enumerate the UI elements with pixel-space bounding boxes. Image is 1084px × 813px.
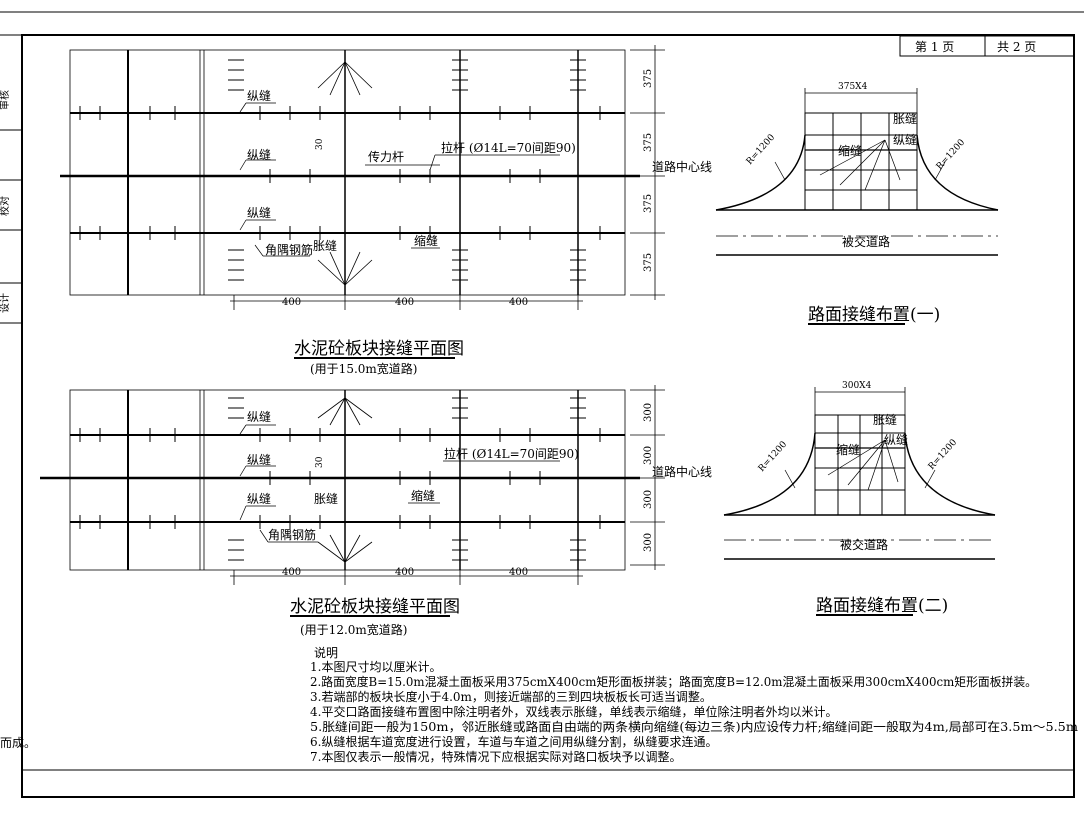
- plan2-bdim-3: 400: [509, 567, 528, 578]
- plan1-label-corner-rebar: 角隅钢筋: [265, 242, 313, 257]
- notes-heading: 说明: [314, 645, 338, 660]
- layout1-label-longitudinal: 纵缝: [893, 132, 917, 147]
- layout2-label-longitudinal: 纵缝: [884, 432, 908, 447]
- plan1-label-long-joint-2: 纵缝: [247, 147, 271, 162]
- layout2-radius-left: R=1200: [757, 439, 790, 474]
- plan2-bottom-dims: [230, 570, 583, 585]
- plan2-title: 水泥砼板块接缝平面图: [290, 597, 460, 617]
- layout2-top-dim: 300X4: [842, 381, 872, 391]
- plan2-label-spacing: 30: [315, 456, 325, 468]
- plan1-label-tie-bar: 拉杆 (Ø14L=70间距90): [441, 140, 576, 155]
- layout1-label-contraction: 缩缝: [838, 143, 862, 158]
- page-total: 共 2 页: [997, 40, 1036, 54]
- plan1-label-contraction: 缩缝: [414, 233, 438, 248]
- plan1-bdim-3: 400: [509, 297, 528, 308]
- plan1-right-dims: [630, 45, 665, 300]
- note-item-2: 2.路面宽度B=15.0m混凝土面板采用375cmX400cm矩形面板拼装；路面…: [310, 674, 1037, 689]
- plan1-dim-2: 375: [643, 133, 654, 152]
- page-number-box: 第 1 页 共 2 页: [899, 35, 1075, 57]
- layout2-crossed-road: 被交道路: [840, 537, 888, 552]
- layout1-label-expansion: 胀缝: [893, 111, 917, 126]
- plan2-outline: [69, 389, 626, 571]
- layout1-title: 路面接缝布置(一): [808, 305, 940, 325]
- plan1-label-center-line: 道路中心线: [652, 159, 712, 174]
- note-item-7: 7.本图仅表示一般情况，特殊情况下应根据实际对路口板块予以调整。: [310, 749, 681, 764]
- layout2-radius-right: R=1200: [927, 437, 960, 472]
- plan2-right-dims: [630, 385, 665, 570]
- page-current: 第 1 页: [915, 40, 954, 54]
- layout1-top-dim: 375X4: [838, 82, 868, 92]
- plan1-dim-3: 375: [643, 194, 654, 213]
- plan1-label-long-joint-3: 纵缝: [247, 205, 271, 220]
- note-item-6: 6.纵缝根据车道宽度进行设置，车道与车道之间用纵缝分割，纵缝要求连通。: [310, 734, 717, 749]
- side-label-review: 审核: [0, 90, 11, 110]
- plan1-bottom-dims: [230, 295, 583, 310]
- sheet-frame: [21, 34, 1075, 798]
- plan1-dim-4: 375: [643, 253, 654, 272]
- layout2-title: 路面接缝布置(二): [816, 596, 948, 616]
- notes-block: 说明 1.本图尺寸均以厘米计。 2.路面宽度B=15.0m混凝土面板采用375c…: [310, 645, 1079, 764]
- side-title-block: 审核 校对 设计: [0, 34, 22, 324]
- side-label-design: 设计: [0, 293, 11, 313]
- plan2-label-contraction: 缩缝: [411, 488, 435, 503]
- plan2-label-long-joint-1: 纵缝: [247, 409, 271, 424]
- note-item-5: 5.胀缝间距一般为150m，邻近胀缝或路面自由端的两条横向缩缝(每边三条)内应设…: [310, 719, 1079, 734]
- plan2-bdim-2: 400: [395, 567, 414, 578]
- side-label-check: 校对: [0, 196, 11, 216]
- plan1-bdim-1: 400: [282, 297, 301, 308]
- cut-text: 而成。: [0, 736, 36, 750]
- plan1-label-dowel: 传力杆: [368, 149, 404, 164]
- plan1-dim-1: 375: [643, 69, 654, 88]
- plan-15m: 375 375 375 375 400 400 400 纵缝 纵缝 纵缝 30 …: [60, 45, 712, 376]
- plan2-label-corner-rebar: 角隅钢筋: [268, 527, 316, 542]
- layout1-radius-left: R=1200: [745, 132, 778, 167]
- plan2-label-long-joint-3: 纵缝: [247, 491, 271, 506]
- note-item-1: 1.本图尺寸均以厘米计。: [310, 660, 441, 674]
- layout1-radius-right: R=1200: [935, 137, 968, 172]
- note-item-3: 3.若端部的板块长度小于4.0m，则接近端部的三到四块板板长可适当调整。: [310, 689, 712, 704]
- plan1-title: 水泥砼板块接缝平面图: [294, 339, 464, 359]
- plan1-label-spacing: 30: [315, 138, 325, 150]
- plan2-label-long-joint-2: 纵缝: [247, 452, 271, 467]
- plan2-label-center-line: 道路中心线: [652, 464, 712, 479]
- plan2-subtitle: (用于12.0m宽道路): [300, 622, 407, 637]
- layout2-label-contraction: 缩缝: [836, 442, 860, 457]
- plan1-bdim-2: 400: [395, 297, 414, 308]
- plan2-label-expansion: 胀缝: [314, 491, 338, 506]
- plan1-subtitle: (用于15.0m宽道路): [310, 361, 417, 376]
- plan1-label-expansion: 胀缝: [313, 238, 337, 253]
- plan-12m: 300 300 300 300 400 400 400 纵缝 纵缝 纵缝 30 …: [40, 385, 712, 637]
- plan2-dim-3: 300: [643, 490, 654, 509]
- layout1-crossed-road: 被交道路: [842, 234, 890, 249]
- plan2-label-tie-bar: 拉杆 (Ø14L=70间距90): [444, 446, 579, 461]
- layout2-label-expansion: 胀缝: [873, 412, 897, 427]
- joint-layout-1: 375X4 胀缝 纵缝 缩缝 R=1200 R=1200 被交道路 路面接缝布置…: [715, 82, 999, 325]
- joint-layout-2: 300X4 胀缝 纵缝 缩缝 R=1200 R=1200 被交道路 路面接缝布置…: [723, 381, 996, 616]
- note-item-4: 4.平交口路面接缝布置图中除注明者外，双线表示胀缝，单线表示缩缝，单位除注明者外…: [310, 704, 837, 719]
- plan2-dim-4: 300: [643, 533, 654, 552]
- plan1-label-long-joint-1: 纵缝: [247, 88, 271, 103]
- plan2-dim-2: 300: [643, 446, 654, 465]
- plan1-outline: [69, 49, 626, 296]
- plan2-dim-1: 300: [643, 403, 654, 422]
- plan2-bdim-1: 400: [282, 567, 301, 578]
